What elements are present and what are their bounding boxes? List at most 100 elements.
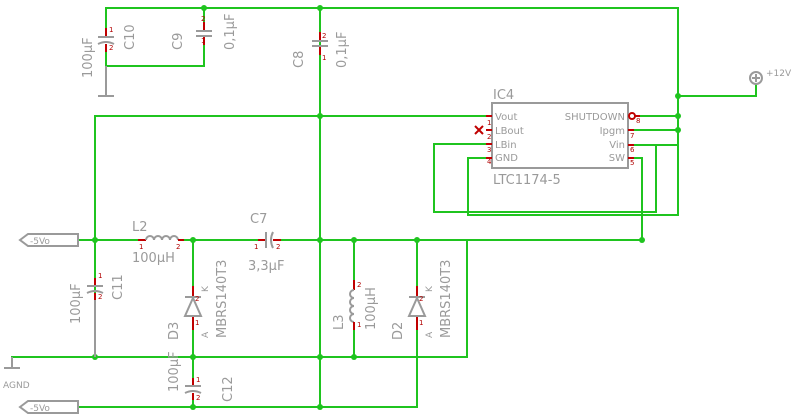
port-neg5v-top: -5Vo — [18, 233, 79, 247]
wire-sw — [629, 157, 643, 241]
ic4-pin-number: 5 — [630, 159, 634, 167]
ic4-pin-number: 3 — [487, 146, 491, 154]
diode-d2[interactable]: 2 1 K A D2 MBRS140T3 — [391, 260, 454, 340]
ic4-pin-name: LBin — [495, 140, 517, 151]
junction-dot — [414, 237, 420, 243]
junction-dot — [190, 404, 196, 410]
d2-anode-label: A — [425, 331, 435, 338]
c8-value-label: 0,1µF — [335, 32, 350, 68]
c10-value-label: 100µF — [81, 37, 96, 78]
wires — [11, 7, 757, 408]
ic4-pin-name: GND — [495, 153, 518, 164]
ic4-pin-name: SW — [609, 153, 625, 164]
wire-c10-bottom-lead — [105, 44, 205, 67]
ic4-pin-name: SHUTDOWN — [565, 112, 625, 123]
port-plus12v-label: +12V — [766, 69, 792, 79]
d2-name-label: D2 — [391, 322, 406, 340]
junction-dot — [317, 354, 323, 360]
capacitor-c8[interactable]: 2 1 C8 0,1µF — [292, 32, 350, 68]
inductor-l3[interactable]: 2 1 L3 100µH — [332, 280, 379, 330]
capacitor-c7[interactable]: 1 2 C7 3,3µF — [248, 212, 284, 274]
l2-pin2-number: 2 — [176, 243, 180, 251]
capacitor-c10[interactable]: 1 2 C10 100µF — [81, 24, 138, 97]
d3-anode-label: A — [201, 331, 211, 338]
ic4-name-label: IC4 — [493, 88, 514, 103]
d2-cathode-label: K — [425, 285, 435, 292]
d3-cathode-label: K — [201, 285, 211, 292]
capacitor-c12[interactable]: 1 2 C12 100µF — [167, 351, 236, 402]
c12-pin2-number: 2 — [196, 394, 200, 402]
ic4-pin-number: 4 — [487, 158, 492, 166]
diode-triangle-icon — [407, 295, 427, 317]
d3-name-label: D3 — [167, 322, 182, 340]
ic4-pin-number: 1 — [487, 119, 491, 127]
c7-pin2-number: 2 — [276, 243, 280, 251]
capacitor-c11[interactable]: 1 2 C11 100µF — [69, 272, 126, 357]
c8-name-label: C8 — [292, 51, 307, 68]
c10-pin2-number: 2 — [109, 44, 113, 52]
junction-dot — [675, 127, 681, 133]
ic4-pin-number: 8 — [636, 117, 640, 125]
diode-d3[interactable]: 2 1 K A D3 MBRS140T3 — [167, 260, 230, 340]
c11-name-label: C11 — [111, 274, 126, 300]
ic4-body — [491, 102, 629, 169]
junction-dot — [92, 237, 98, 243]
wire-12v — [677, 83, 757, 97]
c12-value-label: 100µF — [167, 351, 182, 392]
c9-pin2-number: 2 — [201, 15, 205, 23]
ic4-pin-number: 6 — [630, 146, 635, 154]
l3-pin1-number: 1 — [357, 321, 361, 329]
d2-value-label: MBRS140T3 — [439, 260, 454, 338]
junction-dot — [190, 354, 196, 360]
d3-pin1-number: 1 — [195, 319, 199, 327]
junction-dot — [639, 237, 645, 243]
ic-ic4[interactable]: IC4 LTC1174-5 1 2 3 4 Vout LBout LBin GN… — [474, 88, 640, 188]
junction-dot — [351, 237, 357, 243]
c10-name-label: C10 — [123, 24, 138, 50]
c12-pin1-number: 1 — [196, 376, 200, 384]
l3-value-label: 100µH — [364, 287, 379, 330]
inversion-bubble-icon — [628, 112, 636, 120]
power-symbol-icon — [749, 71, 763, 85]
c7-name-label: C7 — [250, 212, 267, 227]
c11-pin1-number: 1 — [98, 272, 102, 280]
ic4-pin-number: 7 — [630, 132, 634, 140]
wire-agnd-row — [11, 239, 468, 358]
port-neg5v-bottom-label: -5Vo — [30, 404, 50, 414]
coil-icon — [349, 289, 355, 323]
wire-right-vertical — [467, 95, 679, 216]
inductor-l2[interactable]: 1 2 L2 100µH — [132, 220, 184, 266]
junction-dot — [317, 237, 323, 243]
ic4-pin-name: Vin — [609, 140, 625, 151]
port-arrow-icon — [18, 233, 79, 247]
c9-name-label: C9 — [171, 33, 186, 50]
l2-pin1-number: 1 — [139, 243, 143, 251]
wire-lbin-loop — [433, 143, 657, 213]
ic4-pin-name: Ipgm — [600, 126, 625, 137]
port-agnd: AGND — [3, 357, 30, 391]
d2-pin1-number: 1 — [419, 319, 423, 327]
port-neg5v-top-label: -5Vo — [30, 237, 50, 247]
l3-name-label: L3 — [332, 314, 347, 330]
capacitor-c9[interactable]: 2 1 C9 0,1µF — [171, 14, 238, 50]
ic4-value-label: LTC1174-5 — [493, 173, 561, 188]
port-agnd-label: AGND — [3, 381, 30, 391]
c10-pin1-number: 1 — [109, 26, 113, 34]
junction-dot — [351, 354, 357, 360]
junction-dot — [675, 113, 681, 119]
no-connect-icon — [474, 125, 484, 135]
c8-pin1-number: 1 — [322, 54, 326, 62]
junction-dot — [317, 113, 323, 119]
ic4-pin-name: LBout — [495, 126, 524, 137]
c8-pin2-number: 2 — [322, 32, 326, 40]
l3-pin2-number: 2 — [357, 281, 361, 289]
c9-pin1-number: 1 — [201, 37, 205, 45]
l2-name-label: L2 — [132, 220, 148, 235]
junction-dot — [317, 404, 323, 410]
d3-value-label: MBRS140T3 — [215, 260, 230, 338]
wire-top-rail — [105, 7, 679, 97]
diode-triangle-icon — [183, 295, 203, 317]
coil-icon — [145, 235, 179, 241]
port-arrow-icon — [18, 400, 79, 414]
